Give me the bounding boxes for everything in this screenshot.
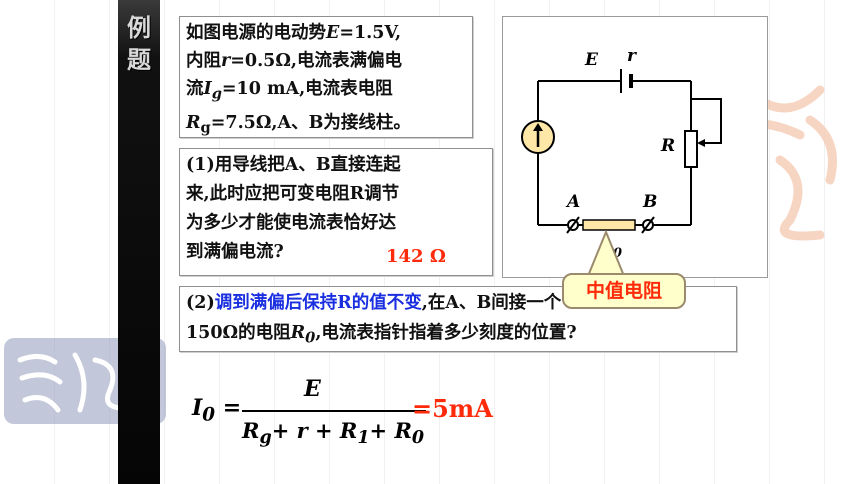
callout-median-resistance: 中值电阻: [562, 273, 686, 309]
sidebar-char-2: 题: [127, 46, 151, 74]
ammeter-arrow: [533, 123, 543, 131]
label-rheostat: R: [660, 136, 675, 156]
formula-denominator: Rg+ r + R1+ R0: [242, 418, 425, 449]
circuit-svg: E r R A B 0: [521, 46, 722, 261]
sidebar-char-1: 例: [127, 14, 151, 42]
question-1: (1)用导线把A、B直接连起来,此时应把可变电阻R调节为多少才能使电流表恰好达到…: [179, 148, 493, 276]
label-b: B: [642, 192, 657, 212]
rheostat: [684, 130, 698, 168]
problem-statement: 如图电源的电动势E=1.5V,内阻r=0.5Ω,电流表满偏电流Ig=10 mA,…: [179, 16, 473, 138]
sidebar-label: 例 题: [118, 0, 160, 484]
label-r: r: [627, 46, 637, 66]
formula: I0 = E Rg+ r + R1+ R0 =5mA: [186, 370, 546, 450]
circuit-diagram: E r R A B 0: [502, 16, 768, 278]
formula-lhs: I0 =: [192, 395, 242, 426]
label-e: E: [584, 50, 599, 70]
rheostat-slider-arrow: [697, 139, 705, 147]
answer-1: 142 Ω: [386, 246, 446, 267]
label-a: A: [565, 192, 580, 212]
formula-numerator: E: [304, 376, 321, 402]
fraction-bar: [242, 410, 426, 412]
label-0: 0: [613, 246, 622, 261]
formula-result: =5mA: [412, 394, 493, 423]
resistor-r0: [582, 219, 636, 231]
